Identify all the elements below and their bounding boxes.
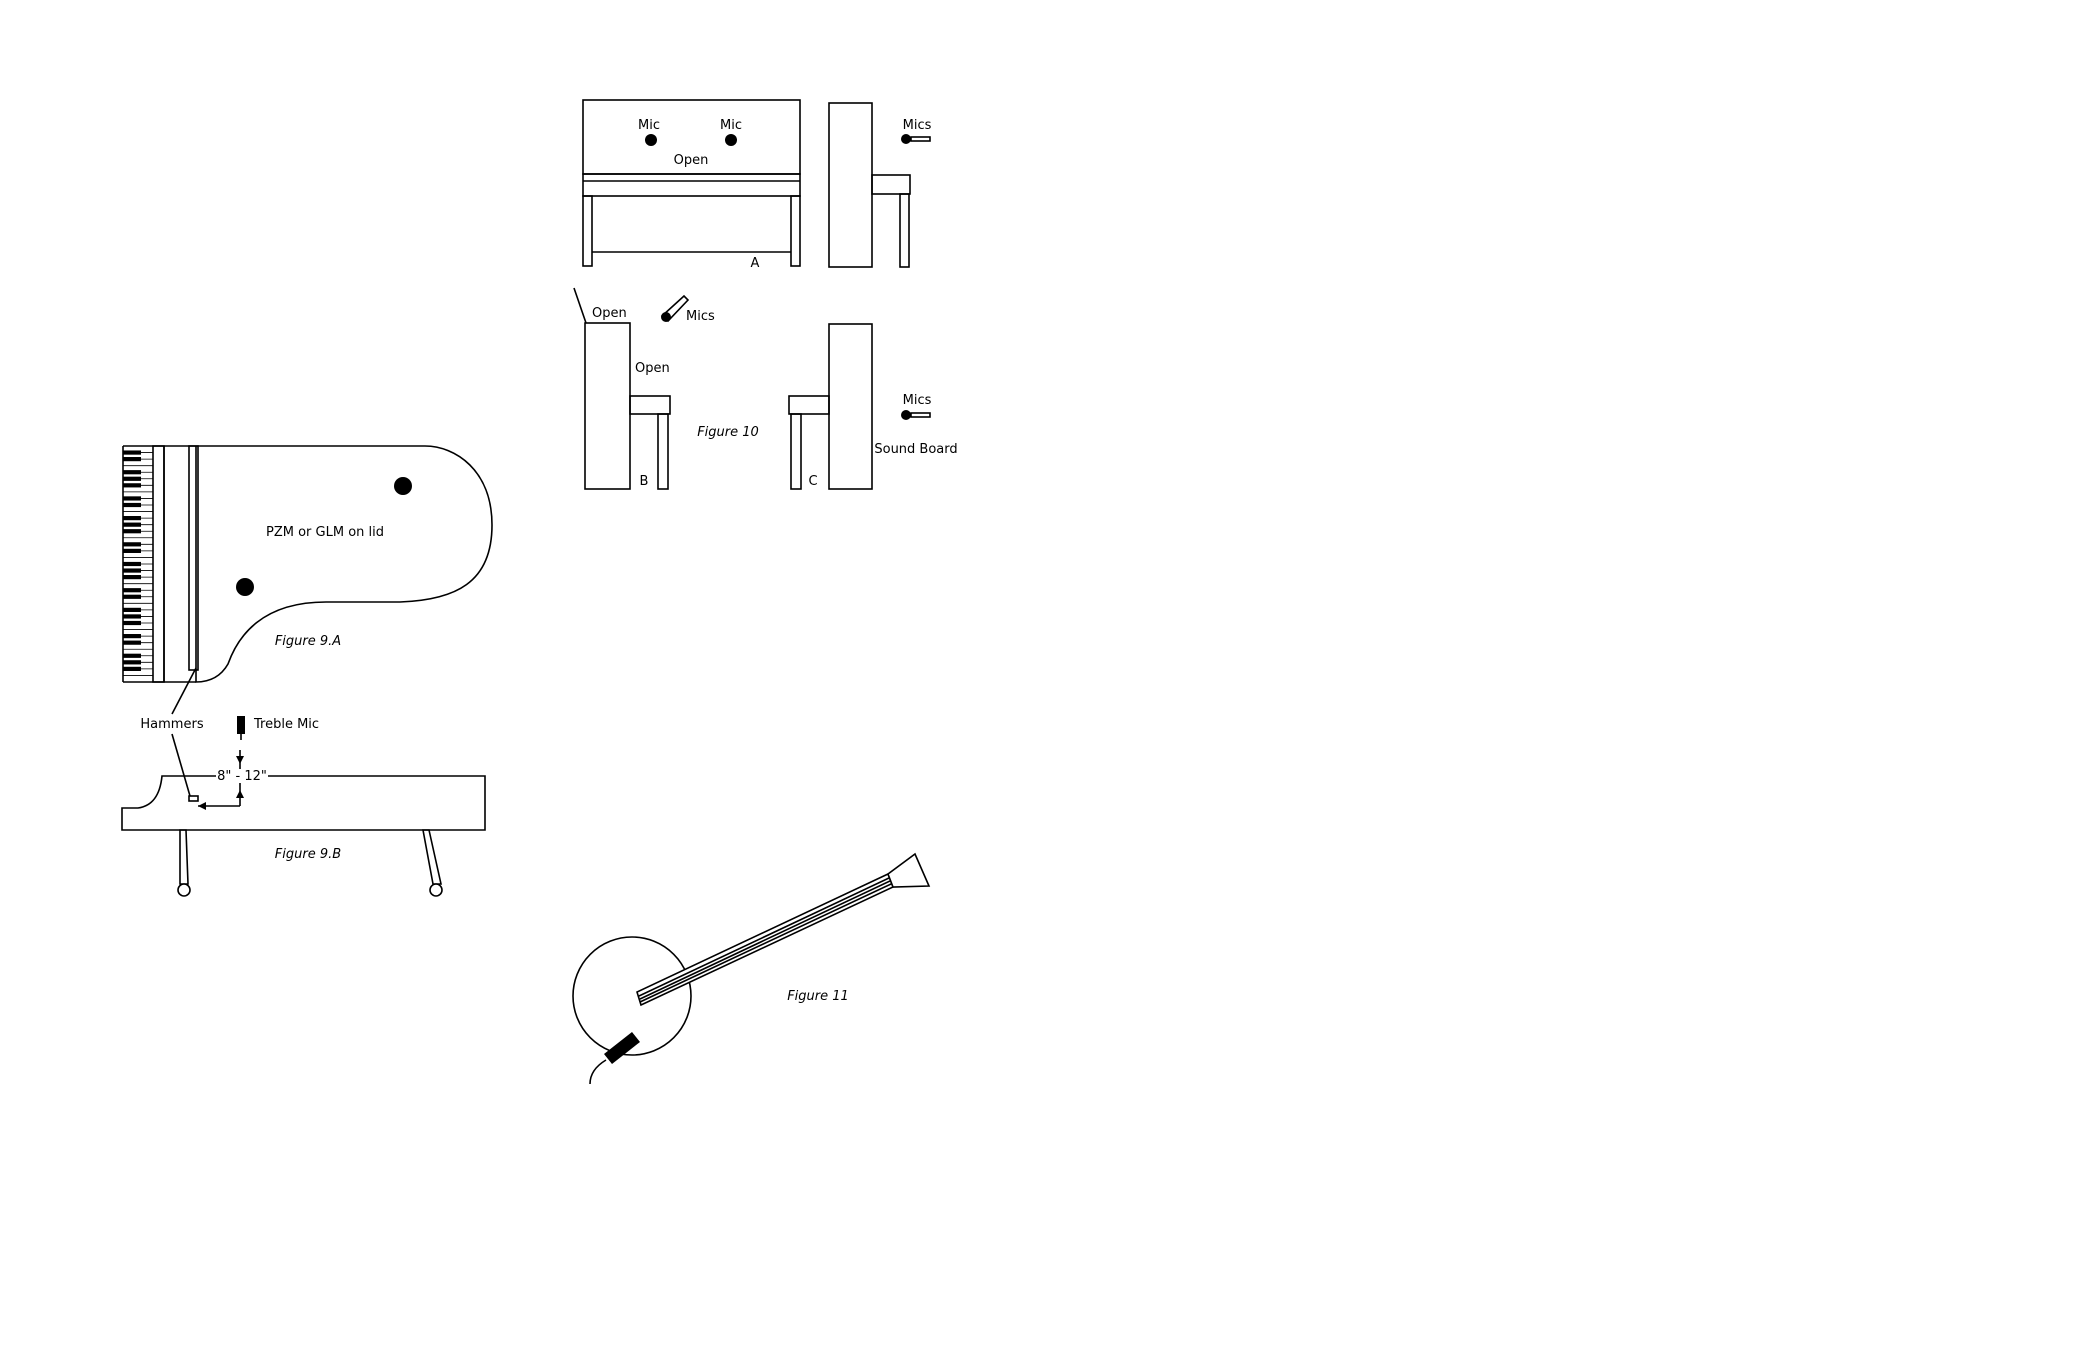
black-key bbox=[123, 457, 141, 461]
open-front-label: Open bbox=[635, 361, 670, 376]
lid-mic-label: PZM or GLM on lid bbox=[266, 525, 384, 540]
hammers-leader-line bbox=[172, 668, 196, 714]
soundboard-label: Sound Board bbox=[874, 442, 957, 457]
black-key bbox=[123, 641, 141, 645]
open-top-label: Open bbox=[592, 306, 627, 321]
black-key bbox=[123, 562, 141, 566]
open-label-a: Open bbox=[674, 153, 709, 168]
figure-11-caption: Figure 11 bbox=[787, 989, 849, 1004]
view-b-letter: B bbox=[640, 474, 649, 489]
piano-keyboard bbox=[123, 450, 153, 675]
black-key bbox=[123, 450, 141, 454]
black-key bbox=[123, 529, 141, 533]
upright-b-body bbox=[585, 323, 630, 489]
banjo-mic-icon bbox=[604, 1032, 640, 1064]
rear-leg bbox=[423, 830, 441, 884]
black-key bbox=[123, 549, 141, 553]
black-key bbox=[123, 496, 141, 500]
upright-c-body bbox=[829, 324, 872, 489]
side-mic-icon bbox=[901, 134, 911, 144]
soundboard-mic-icon bbox=[901, 410, 911, 420]
view-a-letter: A bbox=[751, 256, 760, 271]
distance-label: 8" - 12" bbox=[217, 769, 267, 784]
grand-piano-side-outline bbox=[122, 776, 485, 830]
black-key bbox=[123, 516, 141, 520]
treble-mic-icon bbox=[237, 716, 245, 734]
mic-right-label: Mic bbox=[720, 118, 742, 133]
figure-9a-caption: Figure 9.A bbox=[275, 634, 341, 649]
black-key bbox=[123, 634, 141, 638]
black-key bbox=[123, 503, 141, 507]
mic-left-label: Mic bbox=[638, 118, 660, 133]
black-key bbox=[123, 568, 141, 572]
lid-mic-lower bbox=[236, 578, 254, 596]
hammers-leader-line-lower bbox=[172, 734, 190, 796]
upright-side-body bbox=[829, 103, 872, 267]
side-mics-label: Mics bbox=[903, 118, 932, 133]
figure-9b-caption: Figure 9.B bbox=[275, 847, 341, 862]
black-key bbox=[123, 608, 141, 612]
mic-left-dot bbox=[645, 134, 657, 146]
black-key bbox=[123, 614, 141, 618]
figure-10-view-b: Open Mics Open B bbox=[574, 288, 715, 489]
treble-mic-label: Treble Mic bbox=[253, 717, 319, 732]
black-key bbox=[123, 470, 141, 474]
black-key bbox=[123, 588, 141, 592]
figure-10-view-c: C Mics Sound Board bbox=[789, 324, 958, 489]
hammer-block bbox=[189, 796, 198, 801]
upright-keybed bbox=[583, 174, 800, 196]
figure-9a-grand-piano-top-view: PZM or GLM on lid Figure 9.A bbox=[123, 446, 492, 682]
banjo-peghead bbox=[888, 854, 929, 887]
black-key bbox=[123, 667, 141, 671]
mics-label-c: Mics bbox=[903, 393, 932, 408]
mics-label-b: Mics bbox=[686, 309, 715, 324]
view-c-letter: C bbox=[808, 474, 817, 489]
black-key bbox=[123, 523, 141, 527]
black-key bbox=[123, 660, 141, 664]
open-lid-line bbox=[574, 288, 586, 323]
lid-mic-upper bbox=[394, 477, 412, 495]
figure-10-caption: Figure 10 bbox=[697, 425, 759, 440]
hammers-label: Hammers bbox=[140, 717, 203, 732]
mic-right-dot bbox=[725, 134, 737, 146]
figure-10-view-a-side: Mics bbox=[829, 103, 932, 267]
black-key bbox=[123, 477, 141, 481]
figure-10-view-a-front: Mic Mic Open A bbox=[583, 100, 800, 271]
black-key bbox=[123, 575, 141, 579]
banjo-mic-cable bbox=[590, 1060, 606, 1084]
black-key bbox=[123, 542, 141, 546]
black-key bbox=[123, 621, 141, 625]
keyboard-rail bbox=[153, 446, 164, 682]
figure-9b-grand-piano-side-view: Hammers Treble Mic 8" - 12" Figure 9.B bbox=[122, 668, 485, 896]
black-key bbox=[123, 654, 141, 658]
black-key bbox=[123, 483, 141, 487]
figure-11-banjo: Figure 11 bbox=[573, 854, 929, 1084]
black-key bbox=[123, 595, 141, 599]
front-leg bbox=[180, 830, 188, 884]
